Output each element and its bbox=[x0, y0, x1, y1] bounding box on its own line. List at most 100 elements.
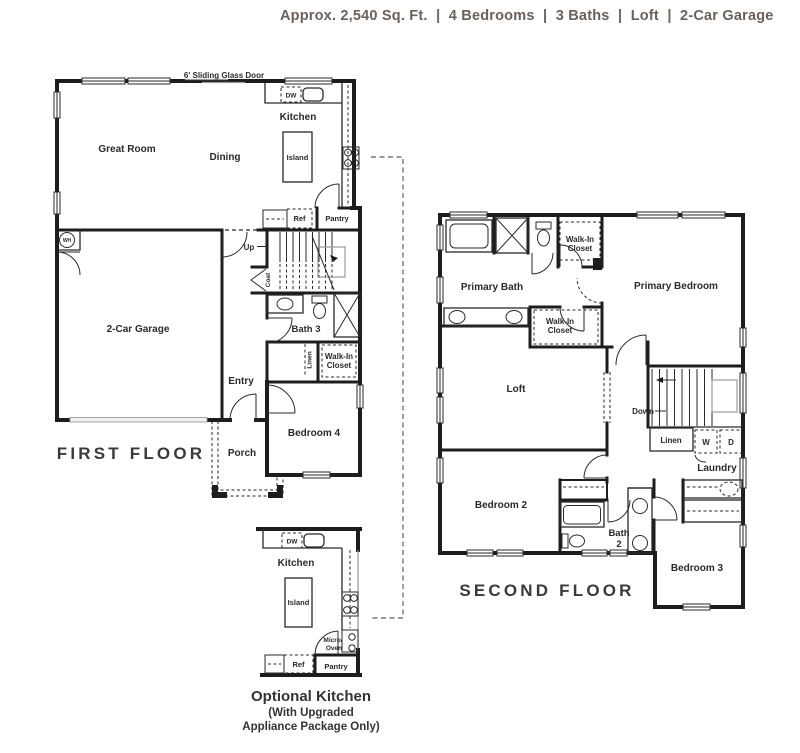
kitchen-island: Island bbox=[282, 131, 313, 183]
stairs-up bbox=[279, 232, 346, 292]
optional-island: Island bbox=[284, 577, 313, 628]
optional-kitchen-subtitle-2: Appliance Package Only) bbox=[242, 721, 380, 733]
washer-label: W bbox=[702, 438, 710, 447]
dryer-label: D bbox=[728, 438, 734, 447]
walk-in-closet-label-2: Closet bbox=[327, 361, 352, 370]
dw-label: DW bbox=[286, 93, 298, 100]
second-floor-plan: Primary Bath Primary Bedroom Walk-In Clo… bbox=[436, 211, 747, 611]
second-floor-title: SECOND FLOOR bbox=[459, 581, 634, 600]
sliding-glass-door bbox=[185, 78, 245, 84]
micro-oven-label-1: Micro/ bbox=[323, 637, 342, 644]
walk-in-lower-label-2: Closet bbox=[548, 326, 573, 335]
optional-kitchen-plan: DW Island Micro/ Oven bbox=[242, 527, 380, 733]
bedroom2-closet bbox=[559, 479, 608, 501]
kitchen-option-connector bbox=[371, 156, 404, 619]
dishwasher: DW bbox=[280, 86, 302, 103]
second-linen bbox=[649, 427, 694, 452]
up-label-group: Up bbox=[244, 243, 268, 252]
micro-oven: Micro/ Oven bbox=[323, 629, 359, 653]
porch-outline bbox=[211, 421, 284, 498]
plan-summary: Approx. 2,540 Sq. Ft. | 4 Bedrooms | 3 B… bbox=[280, 8, 774, 24]
shower bbox=[333, 292, 361, 338]
optional-cooktop bbox=[341, 591, 359, 617]
sliding-door-label: 6' Sliding Glass Door bbox=[184, 71, 264, 80]
optional-pantry-door bbox=[314, 630, 339, 656]
cooktop bbox=[342, 146, 360, 170]
optional-kitchen-fixtures: DW Island Micro/ Oven bbox=[262, 529, 359, 674]
first-floor-title: FIRST FLOOR bbox=[57, 444, 206, 463]
kitchen-label: Kitchen bbox=[280, 112, 317, 123]
primary-shower bbox=[495, 217, 529, 254]
wh-label: WH bbox=[63, 238, 72, 244]
coat-closet-door bbox=[250, 268, 267, 292]
second-floor-exterior-walls bbox=[438, 213, 745, 609]
linen-label: Linen bbox=[307, 351, 314, 368]
porch-label: Porch bbox=[228, 448, 256, 459]
optional-dw-label: DW bbox=[287, 539, 299, 546]
first-floor-exterior-walls bbox=[55, 79, 362, 477]
optional-kitchen-label: Kitchen bbox=[278, 558, 315, 569]
walk-in-upper-label-1: Walk-In bbox=[566, 235, 594, 244]
bath3-fixtures bbox=[266, 292, 361, 338]
down-label: Down bbox=[632, 407, 654, 416]
refrigerator: Ref bbox=[286, 208, 313, 229]
kitchen-sink bbox=[302, 87, 324, 102]
stairs-down bbox=[651, 369, 738, 426]
entry-label: Entry bbox=[228, 376, 254, 387]
pantry-label: Pantry bbox=[325, 214, 349, 223]
optional-kitchen-walls bbox=[256, 527, 362, 677]
optional-island-label: Island bbox=[288, 598, 310, 607]
bedroom4-label: Bedroom 4 bbox=[288, 428, 341, 439]
down-label-group: Down bbox=[632, 407, 666, 416]
island-label: Island bbox=[287, 153, 309, 162]
primary-bath-label: Primary Bath bbox=[461, 282, 523, 293]
loft-label: Loft bbox=[507, 384, 527, 395]
dining-label: Dining bbox=[209, 152, 240, 163]
optional-refrigerator: Ref bbox=[283, 654, 314, 674]
porch-column-left bbox=[212, 485, 227, 498]
walk-in-closet-outline bbox=[321, 344, 357, 378]
laundry-label-group: Laundry bbox=[694, 454, 737, 474]
second-floor-doors bbox=[531, 244, 678, 523]
walk-in-closet-label-1: Walk-In bbox=[325, 352, 353, 361]
first-floor-interior-walls bbox=[55, 206, 362, 422]
optional-kitchen-title: Optional Kitchen bbox=[251, 688, 371, 705]
coat-label: Coat bbox=[265, 272, 272, 287]
second-floor-windows bbox=[436, 211, 747, 611]
optional-kitchen-subtitle-1: (With Upgraded bbox=[268, 707, 354, 719]
water-heater: WH bbox=[57, 230, 81, 251]
laundry-label: Laundry bbox=[697, 463, 737, 474]
micro-oven-label-2: Oven bbox=[326, 645, 342, 652]
ref-label: Ref bbox=[293, 214, 306, 223]
walk-in-upper-label-2: Closet bbox=[568, 244, 593, 253]
bedroom3-closet bbox=[683, 499, 743, 523]
garage-door bbox=[69, 417, 208, 423]
bedroom3-label: Bedroom 3 bbox=[671, 563, 724, 574]
optional-pantry-label: Pantry bbox=[324, 662, 348, 671]
laundry-cabinet bbox=[683, 479, 743, 499]
great-room-label: Great Room bbox=[98, 144, 155, 155]
primary-vanity bbox=[443, 307, 529, 327]
first-floor-doors bbox=[56, 183, 340, 421]
kitchen-counter bbox=[262, 209, 288, 229]
optional-dishwasher: DW bbox=[281, 532, 303, 549]
porch-column-right bbox=[268, 485, 283, 498]
bath2-fixtures bbox=[559, 487, 653, 554]
primary-bedroom-label: Primary Bedroom bbox=[634, 281, 718, 292]
optional-kitchen-sink bbox=[303, 533, 325, 548]
walk-in-lower-label-1: Walk-In bbox=[546, 317, 574, 326]
up-label: Up bbox=[244, 243, 255, 252]
bath2-label-1: Bath bbox=[608, 528, 629, 539]
first-floor-windows bbox=[53, 77, 364, 479]
primary-bath-fixtures bbox=[443, 217, 601, 345]
bath3-label: Bath 3 bbox=[291, 324, 320, 335]
bath2-label-2: 2 bbox=[616, 539, 621, 550]
first-floor-kitchen-fixtures: DW Island Ref bbox=[262, 83, 360, 229]
linen2-label: Linen bbox=[660, 436, 681, 445]
first-floor-plan: DW Island Ref bbox=[53, 71, 364, 498]
washer-dryer bbox=[694, 429, 743, 454]
garage-label: 2-Car Garage bbox=[107, 324, 170, 335]
optional-ref-label: Ref bbox=[292, 660, 305, 669]
